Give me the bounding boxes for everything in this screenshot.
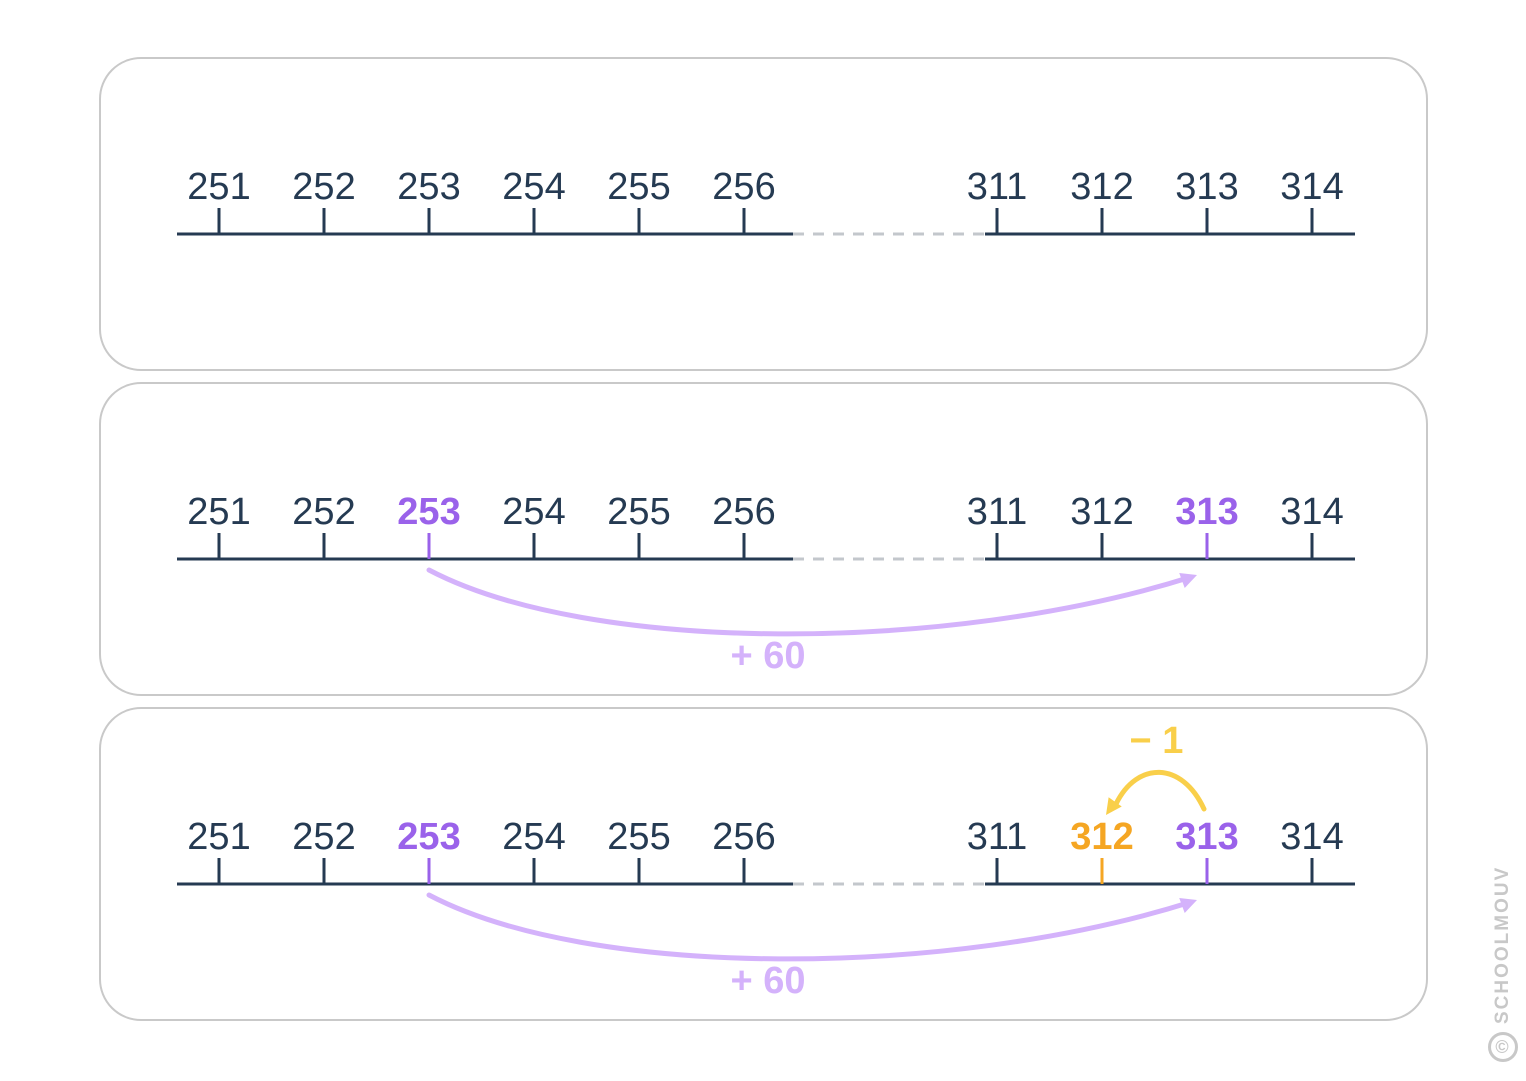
tick-label-256: 256 [712,491,775,533]
watermark-text: SCHOOLMOUV [1492,865,1513,1024]
tick-label-254: 254 [502,491,565,533]
tick-label-255: 255 [607,816,670,858]
number-line-1: 251 252 253 254 255 256 311 312 313 314 [177,166,1355,236]
jump-arc-plus-60 [426,567,1194,637]
tick-label-311: 311 [967,816,1028,858]
tick-label-253: 253 [397,491,460,533]
tick-label-313: 313 [1175,166,1238,208]
tick-label-312: 312 [1070,166,1133,208]
tick-label-311: 311 [967,491,1028,533]
number-line-2: 251 252 253 254 255 256 311 312 313 314 + 60 [177,491,1355,677]
tick-label-312: 312 [1070,491,1133,533]
number-line-panel-1: 251 252 253 254 255 256 311 312 313 314 [99,57,1428,371]
tick-label-251: 251 [187,491,250,533]
tick-label-312: 312 [1070,816,1133,858]
jump-arc-plus-60 [426,892,1194,962]
number-line-panel-2: 251 252 253 254 255 256 311 312 313 314 + 60 [99,382,1428,696]
arrow-head-icon [1179,897,1197,913]
tick-label-314: 314 [1280,491,1343,533]
tick-label-253: 253 [397,166,460,208]
tick-label-256: 256 [712,816,775,858]
jump-label-minus-1: − 1 [1130,720,1184,762]
tick-label-255: 255 [607,491,670,533]
tick-label-313: 313 [1175,491,1238,533]
jump-label-plus-60: + 60 [730,635,805,677]
tick-label-311: 311 [967,166,1028,208]
tick-label-252: 252 [292,816,355,858]
jump-arc-minus-1 [1113,769,1207,812]
tick-label-251: 251 [187,816,250,858]
tick-label-252: 252 [292,491,355,533]
number-line-3: 251 252 253 254 255 256 311 312 313 314 + 60 − 1 [177,720,1355,1002]
tick-label-254: 254 [502,816,565,858]
tick-label-254: 254 [502,166,565,208]
arrow-head-icon [1179,572,1197,588]
jump-label-plus-60: + 60 [730,960,805,1002]
tick-label-252: 252 [292,166,355,208]
tick-label-314: 314 [1280,816,1343,858]
tick-label-313: 313 [1175,816,1238,858]
tick-label-256: 256 [712,166,775,208]
tick-label-314: 314 [1280,166,1343,208]
watermark: © SCHOOLMOUV [1488,866,1518,1062]
tick-label-255: 255 [607,166,670,208]
tick-label-253: 253 [397,816,460,858]
number-line-panel-3: 251 252 253 254 255 256 311 312 313 314 + 60 − 1 [99,707,1428,1021]
copyright-icon: © [1488,1032,1518,1062]
arrow-head-icon [1106,797,1122,815]
tick-label-251: 251 [187,166,250,208]
